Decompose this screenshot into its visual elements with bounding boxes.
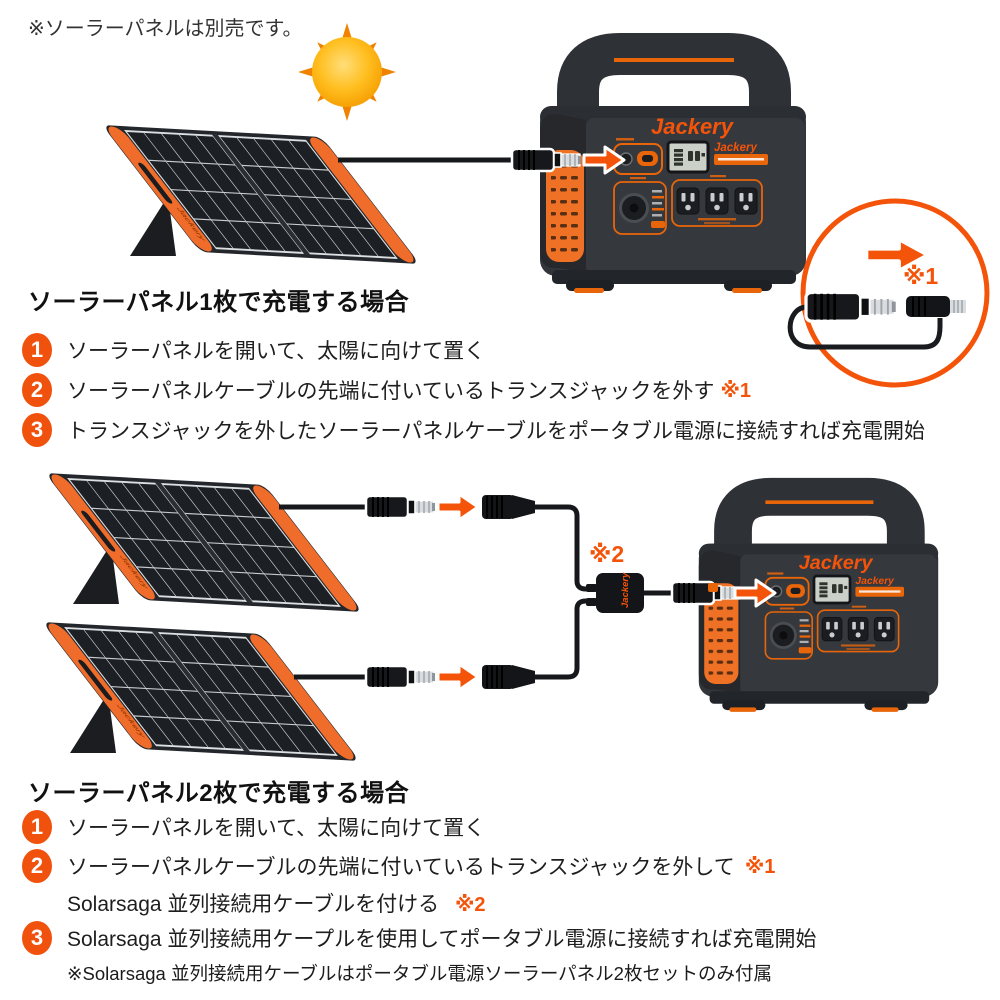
step-text: ソーラーパネルケーブルの先端に付いているトランスジャックを外す [67,380,715,403]
step-badge: 3 [22,413,52,447]
step-text: ソーラーパネルを開いて、太陽に向けて置く [67,817,486,840]
step-text: ソーラーパネルケーブルの先端に付いているトランスジャックを外して [67,856,735,879]
section2-step-2: 2 ソーラーパネルケーブルの先端に付いているトランスジャックを外して ※1 [22,849,775,883]
step-badge: 2 [22,373,52,407]
step-badge: 1 [22,810,52,844]
section1-step-1: 1 ソーラーパネルを開いて、太陽に向けて置く [22,333,485,367]
section2-heading: ソーラーパネル2枚で充電する場合 [28,780,410,807]
sun-icon [298,23,396,121]
female-connector-top [481,494,536,520]
dc-plug-panel3 [364,664,437,690]
step-marker: ※2 [454,894,486,916]
y-cable-top [535,504,598,592]
dc-plug-panel2 [364,494,437,520]
section1-heading: ソーラーパネル1枚で充電する場合 [28,289,410,316]
step-badge: 1 [22,333,52,367]
inset-marker: ※1 [903,263,939,289]
power-station-1 [540,54,806,293]
section2-step-1: 1 ソーラーパネルを開いて、太陽に向けて置く [22,810,485,844]
y-cable-bottom [535,598,598,680]
parallel-cable-junction: Jackery [586,572,644,613]
section2-step-3-subnote: ※Solarsaga 並列接続用ケーブルはポータブル電源ソーラーパネル2枚セット… [67,963,772,984]
step-text: Solarsaga 並列接続用ケープルを使用してポータブル電源に接続すれば充電開… [67,928,817,951]
arrow-icon-panel2 [436,492,480,522]
section2-step-3: 3 Solarsaga 並列接続用ケープルを使用してポータブル電源に接続すれば充… [22,921,817,955]
step-text: Solarsaga 並列接続用ケーブルを付ける [67,893,440,916]
panel-kickstand [130,196,176,256]
section1-step-2: 2 ソーラーパネルケーブルの先端に付いているトランスジャックを外す ※1 [22,373,751,407]
tether-cable [787,304,943,350]
trans-jack [906,296,966,317]
panel-kickstand [70,693,116,753]
step-text: トランスジャックを外したソーラーパネルケーブルをポータブル電源に接続すれば充電開… [67,420,926,443]
panel-kickstand [73,544,119,604]
solar-panel-sold-separately-note: ※ソーラーパネルは別売です。 [28,18,303,40]
arrow-icon-panel3 [436,662,480,692]
power-station-2 [699,497,938,712]
step-marker: ※1 [720,379,752,402]
plug-orange-mark [708,583,718,592]
step-marker: ※1 [744,855,776,878]
section1-step-3: 3 トランスジャックを外したソーラーパネルケーブルをポータブル電源に接続すれば充… [22,413,925,447]
step-text: ソーラーパネルを開いて、太陽に向けて置く [67,340,486,363]
female-connector-bottom [481,664,536,690]
junction-marker: ※2 [589,541,625,567]
section2-step-2-line2: Solarsaga 並列接続用ケーブルを付ける ※2 [67,888,486,918]
step-badge: 3 [22,921,52,955]
step-badge: 2 [22,849,52,883]
connection-inset [787,198,990,388]
junction-brand-label: Jackery [620,572,631,608]
